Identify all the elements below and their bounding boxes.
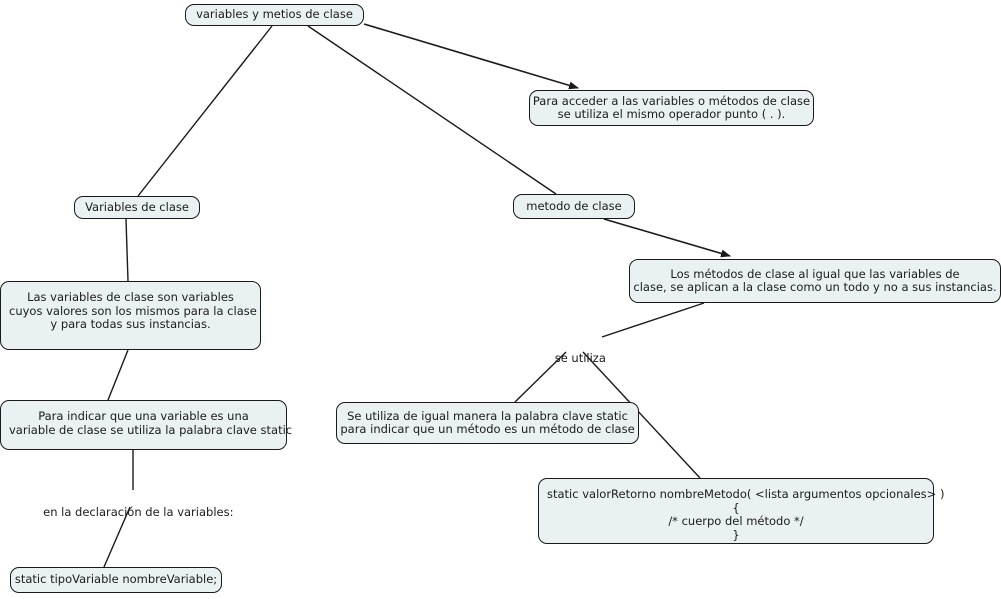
node-sintaxis-metodo-static[interactable]: static valorRetorno nombreMetodo( <lista… xyxy=(538,478,945,544)
node-sintaxis-variable-static-label: static tipoVariable nombreVariable; xyxy=(14,572,218,587)
node-root-label: variables y metios de clase xyxy=(196,7,353,22)
edge-variables-to-definicion xyxy=(125,218,129,282)
edge-root-to-metodo-de-clase xyxy=(307,25,557,195)
node-definicion-variables-de-clase-label: Las variables de clase son variables cuy… xyxy=(9,290,257,331)
edge-definicion-to-indicar xyxy=(107,349,129,401)
node-acceso-operador-punto[interactable]: Para acceder a las variables o métodos d… xyxy=(529,90,814,126)
node-root[interactable]: variables y metios de clase xyxy=(185,4,364,26)
node-definicion-variables-de-clase[interactable]: Las variables de clase son variables cuy… xyxy=(0,281,261,350)
edge-metodo-to-definicion xyxy=(603,218,731,258)
label-se-utiliza: se utiliza xyxy=(533,338,613,379)
edge-root-to-acceso xyxy=(363,23,579,90)
node-metodo-de-clase-label: metodo de clase xyxy=(526,198,622,213)
node-sintaxis-variable-static[interactable]: static tipoVariable nombreVariable; xyxy=(10,567,222,593)
node-definicion-metodos-de-clase-label: Los métodos de clase al igual que las va… xyxy=(633,266,997,294)
node-definicion-metodos-de-clase[interactable]: Los métodos de clase al igual que las va… xyxy=(629,259,1001,303)
node-igual-manera-static-label: Se utiliza de igual manera la palabra cl… xyxy=(340,408,635,436)
edge-root-to-variables-de-clase xyxy=(137,25,273,197)
node-igual-manera-static[interactable]: Se utiliza de igual manera la palabra cl… xyxy=(336,402,639,444)
label-en-la-declaracion-text: en la declaración de la variables: xyxy=(43,504,234,519)
node-variables-de-clase-label: Variables de clase xyxy=(85,199,189,214)
label-en-la-declaracion: en la declaración de la variables: xyxy=(26,492,236,533)
node-sintaxis-metodo-static-label: static valorRetorno nombreMetodo( <lista… xyxy=(547,487,945,542)
node-indicar-variable-static-label: Para indicar que una variable es una var… xyxy=(9,409,293,437)
node-metodo-de-clase[interactable]: metodo de clase xyxy=(513,194,635,219)
edge-definicion-metodos-to-se-utiliza xyxy=(601,302,705,338)
label-se-utiliza-text: se utiliza xyxy=(554,350,606,365)
node-variables-de-clase[interactable]: Variables de clase xyxy=(74,196,200,219)
node-acceso-operador-punto-label: Para acceder a las variables o métodos d… xyxy=(532,93,811,121)
node-indicar-variable-static[interactable]: Para indicar que una variable es una var… xyxy=(0,400,293,450)
